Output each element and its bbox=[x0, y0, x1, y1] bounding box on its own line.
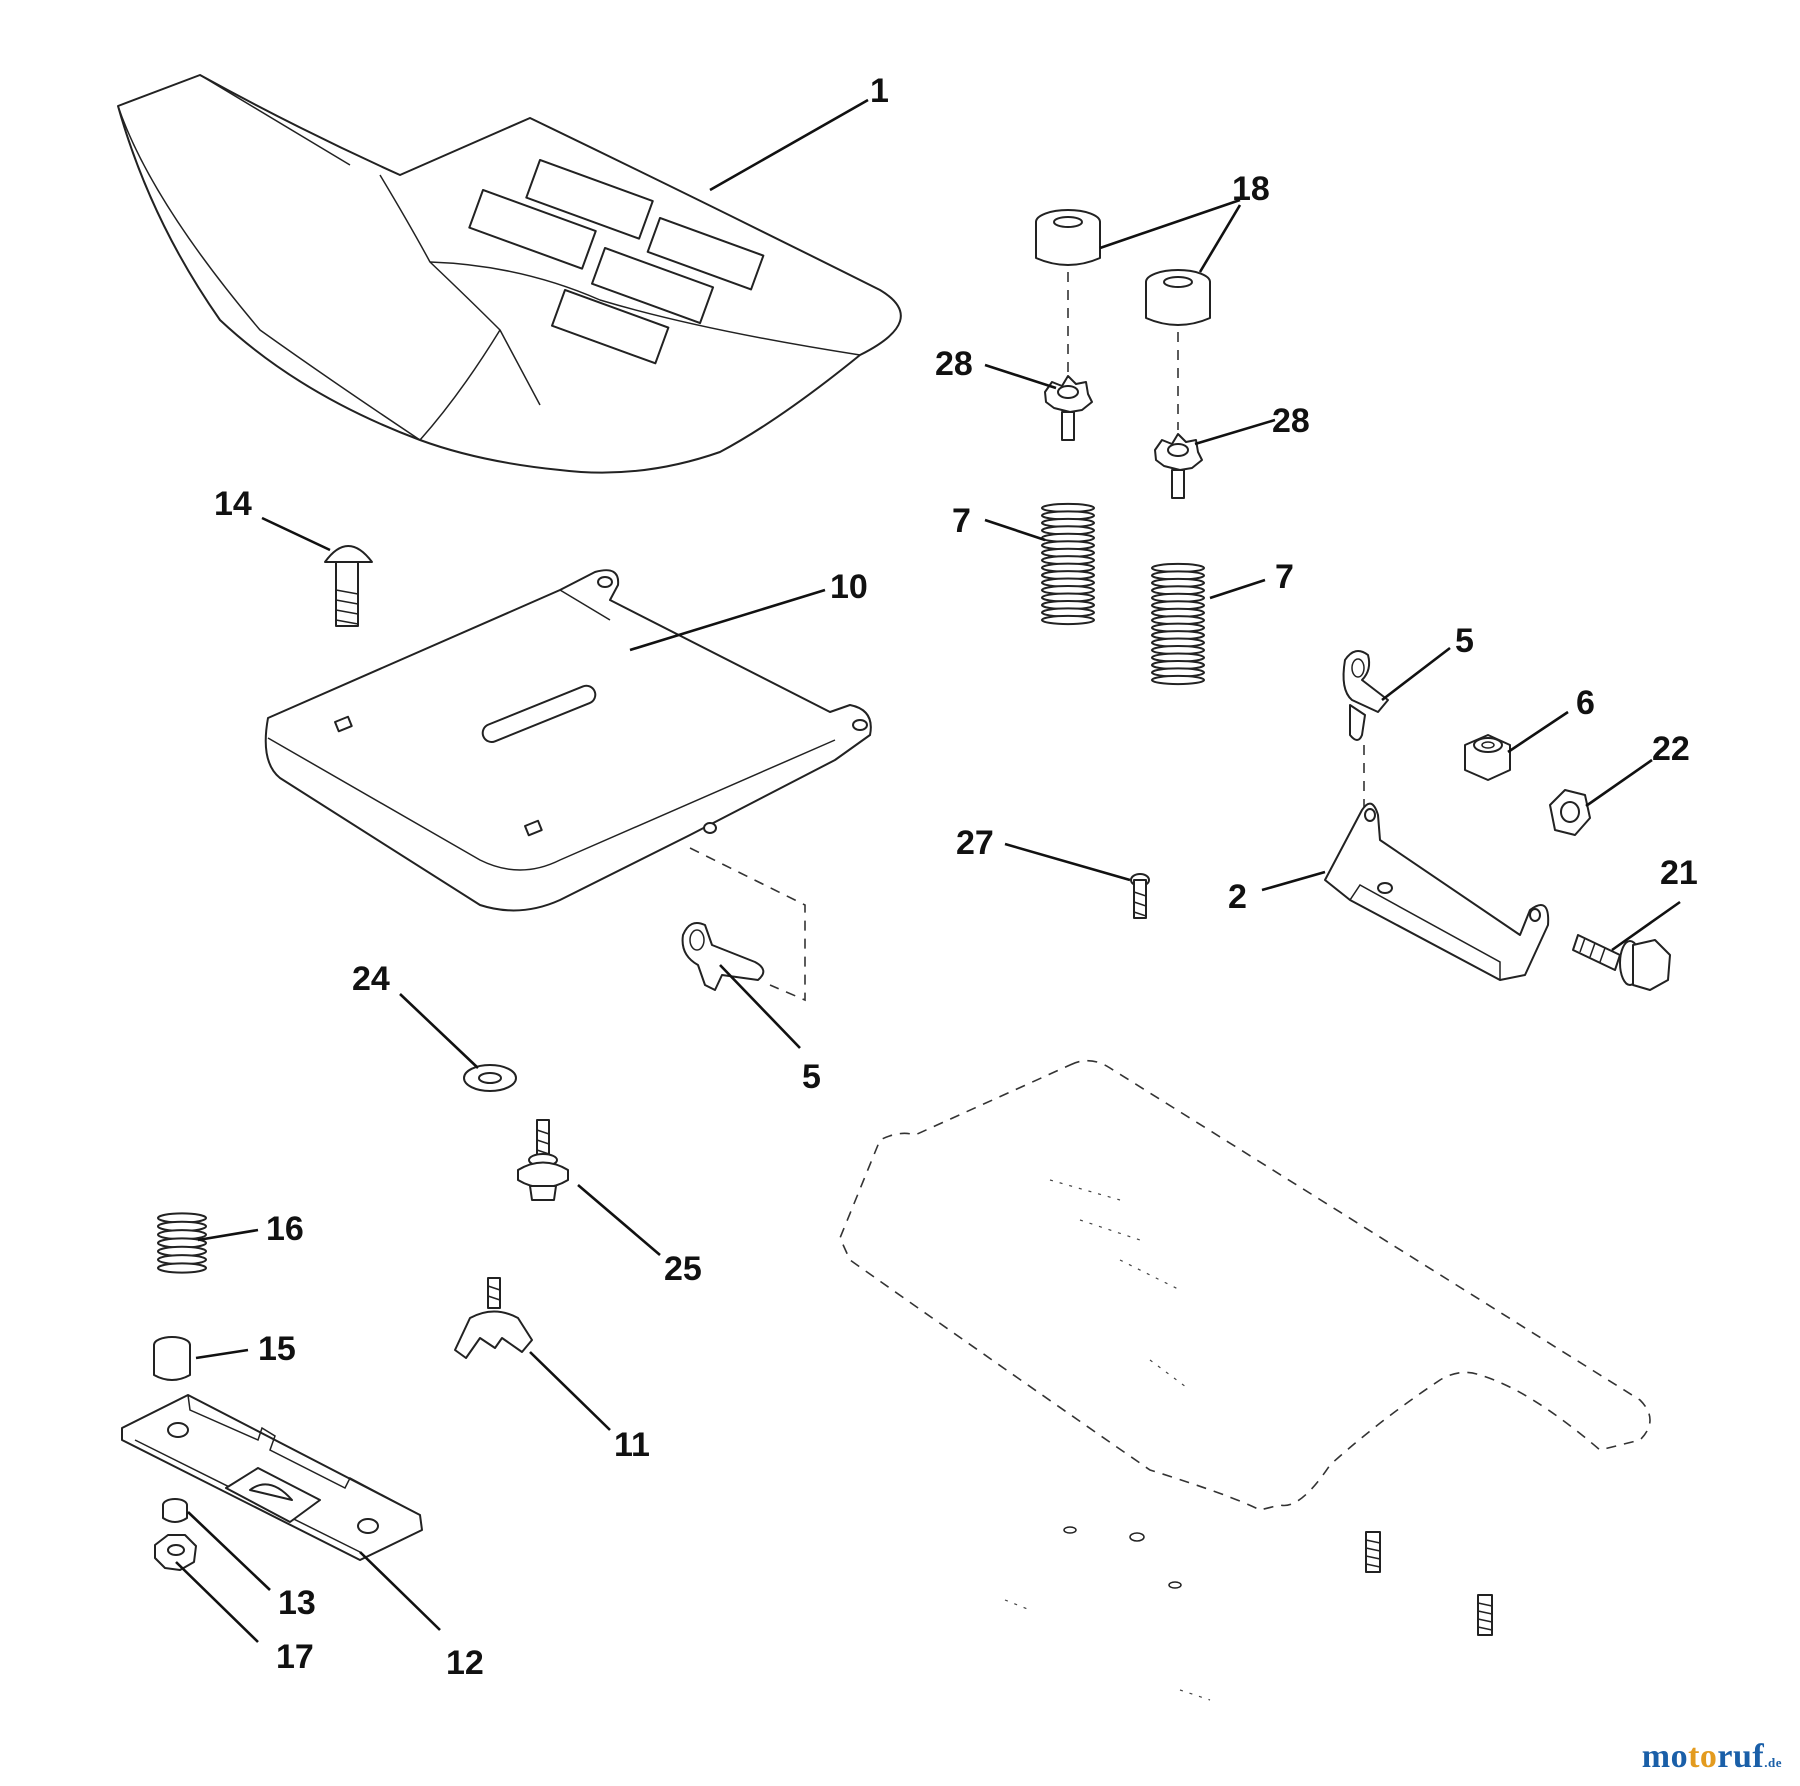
callout-17: 17 bbox=[276, 1638, 314, 1676]
flange-bolt-part bbox=[1572, 934, 1671, 991]
shoulder-bolt-part bbox=[517, 1119, 569, 1201]
bracket-part bbox=[1324, 802, 1550, 981]
knob-part bbox=[454, 1277, 533, 1359]
stud-part-right bbox=[1477, 1594, 1493, 1636]
tractor-body-outline bbox=[839, 1059, 1651, 1701]
screw-part-28-left bbox=[1044, 375, 1093, 441]
callout-16: 16 bbox=[266, 1210, 304, 1248]
callout-18: 18 bbox=[1232, 170, 1270, 208]
callout-21: 21 bbox=[1660, 854, 1698, 892]
spring-part-left bbox=[1041, 502, 1095, 626]
callout-25: 25 bbox=[664, 1250, 702, 1288]
spring-coil bbox=[1151, 674, 1205, 686]
callout-13: 13 bbox=[278, 1584, 316, 1622]
carriage-bolt-part bbox=[324, 545, 373, 627]
callout-12: 12 bbox=[446, 1644, 484, 1682]
seat-part bbox=[117, 74, 902, 474]
washer-part bbox=[463, 1064, 517, 1092]
callout-5-upper: 5 bbox=[1455, 622, 1474, 660]
clip-part-upper bbox=[1342, 650, 1389, 741]
callout-2: 2 bbox=[1228, 878, 1247, 916]
small-spring-part bbox=[157, 1212, 207, 1274]
callout-24: 24 bbox=[352, 960, 390, 998]
watermark-logo: motoruf.de bbox=[1641, 1738, 1782, 1775]
flange-nut-part bbox=[154, 1534, 197, 1571]
callout-1: 1 bbox=[870, 72, 889, 110]
slide-plate-part bbox=[121, 1394, 423, 1561]
lock-nut-part bbox=[1464, 734, 1511, 781]
hex-nut-part bbox=[1549, 789, 1591, 836]
callout-27: 27 bbox=[956, 824, 994, 862]
spring-coil bbox=[1041, 614, 1095, 626]
spring-coil bbox=[157, 1262, 207, 1274]
stud-part-left bbox=[1365, 1531, 1381, 1573]
callout-6: 6 bbox=[1576, 684, 1595, 722]
clip-part-lower bbox=[681, 922, 765, 991]
callout-28-left: 28 bbox=[935, 345, 973, 383]
seat-pan-part bbox=[264, 569, 872, 912]
callout-10: 10 bbox=[830, 568, 868, 606]
screw-part-28-right bbox=[1154, 433, 1203, 499]
leader-lines bbox=[175, 98, 1681, 1643]
spacer-part-right bbox=[1145, 269, 1211, 326]
callout-15: 15 bbox=[258, 1330, 296, 1368]
nut-part-13 bbox=[162, 1498, 188, 1523]
callout-14: 14 bbox=[214, 485, 252, 523]
callout-11: 11 bbox=[614, 1426, 650, 1464]
callout-7-right: 7 bbox=[1275, 558, 1294, 596]
spacer-part-left bbox=[1035, 209, 1101, 266]
callout-labels: 1 18 28 28 7 7 14 10 5 6 22 27 2 21 5 24… bbox=[214, 72, 1698, 1682]
spring-part-right bbox=[1151, 562, 1205, 686]
callout-5-lower: 5 bbox=[802, 1058, 821, 1096]
callout-22: 22 bbox=[1652, 730, 1690, 768]
callout-28-right: 28 bbox=[1272, 402, 1310, 440]
callout-7-left: 7 bbox=[952, 502, 971, 540]
small-screw-part bbox=[1130, 873, 1150, 919]
bushing-part bbox=[153, 1336, 191, 1381]
